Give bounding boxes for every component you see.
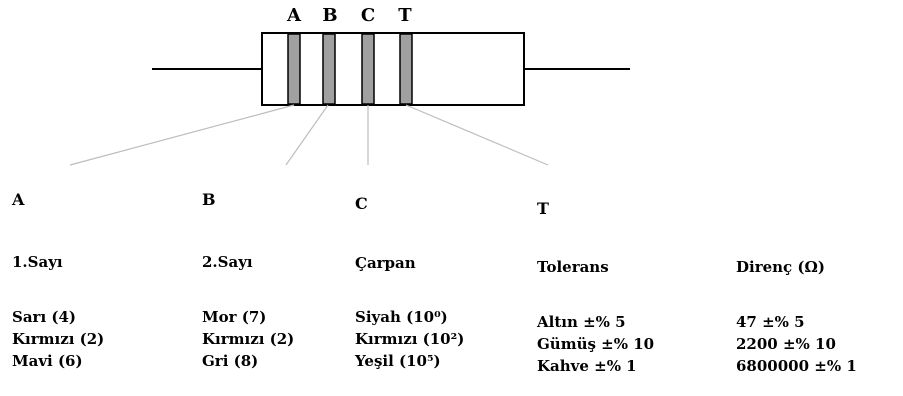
pointer-line-a [69, 104, 295, 166]
list-item: Siyah (10⁰) [355, 308, 448, 326]
resistor-body [261, 32, 525, 106]
band-label-t: T [398, 5, 412, 26]
list-item: Gri (8) [202, 352, 259, 370]
list-item: Gümüş ±% 10 [537, 335, 655, 353]
band-t [399, 33, 413, 105]
column-heading: Çarpan [355, 254, 416, 272]
list-item: Kahve ±% 1 [537, 357, 637, 375]
list-item: Sarı (4) [12, 308, 77, 326]
color-list: Mor (7) Kırmızı (2) Gri (8) [202, 307, 294, 373]
band-label-c: C [361, 5, 375, 26]
band-a [287, 33, 301, 105]
column-letter: T [537, 199, 549, 218]
column-heading: 1.Sayı [12, 253, 63, 271]
band-label-a: A [286, 5, 302, 26]
band-c [361, 33, 375, 105]
band-b [322, 33, 336, 105]
list-item: Altın ±% 5 [537, 313, 626, 331]
list-item: 2200 ±% 10 [736, 335, 836, 353]
color-list: Siyah (10⁰) Kırmızı (10²) Yeşil (10⁵) [355, 307, 464, 373]
list-item: 47 ±% 5 [736, 313, 805, 331]
list-item: Yeşil (10⁵) [355, 352, 441, 370]
column-heading: Tolerans [537, 258, 609, 276]
list-item: Mavi (6) [12, 352, 83, 370]
list-item: Kırmızı (2) [202, 330, 295, 348]
band-label-b: B [322, 5, 337, 26]
pointer-line-b [285, 104, 329, 166]
column-heading: Direnç (Ω) [736, 258, 825, 276]
color-list: Sarı (4) Kırmızı (2) Mavi (6) [12, 307, 104, 373]
resistance-list: 47 ±% 5 2200 ±% 10 6800000 ±% 1 [736, 312, 857, 378]
list-item: 6800000 ±% 1 [736, 357, 857, 375]
list-item: Mor (7) [202, 308, 267, 326]
list-item: Kırmızı (10²) [355, 330, 465, 348]
column-letter: C [355, 194, 368, 213]
list-item: Kırmızı (2) [12, 330, 105, 348]
column-letter: A [12, 190, 25, 209]
column-heading: 2.Sayı [202, 253, 253, 271]
column-letter: B [202, 190, 216, 209]
pointer-line-t [405, 104, 549, 166]
color-list: Altın ±% 5 Gümüş ±% 10 Kahve ±% 1 [537, 312, 654, 378]
